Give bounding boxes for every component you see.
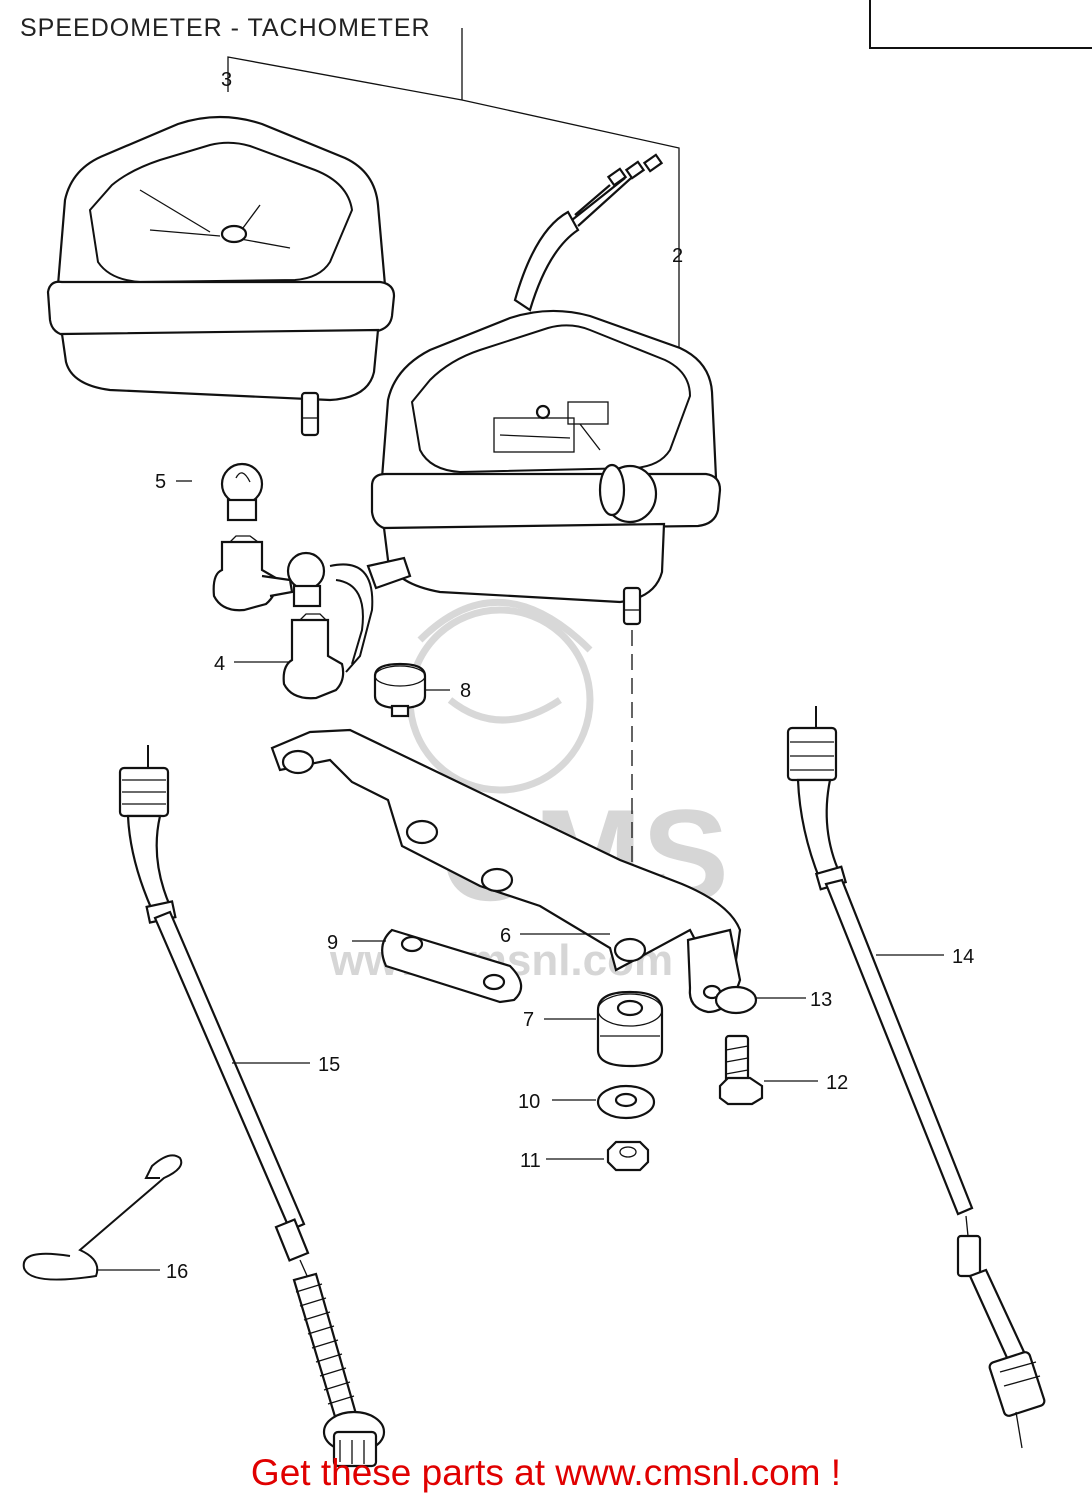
- callout-13: 13: [810, 989, 832, 1011]
- frame-corner: [869, 0, 1092, 49]
- washer: [596, 1084, 656, 1120]
- tachometer-gauge: [46, 115, 396, 437]
- callout-7: 7: [523, 1009, 534, 1031]
- callout-3: 3: [221, 69, 232, 91]
- callout-12: 12: [826, 1072, 848, 1094]
- cable-clip: [22, 1154, 183, 1281]
- rubber-grommet: [373, 662, 427, 718]
- callout-numbers: 2 3 4 5 6 7 8 9 10 11 12 13 14 15 16: [155, 69, 974, 1283]
- callout-10: 10: [518, 1091, 540, 1113]
- nut: [606, 1140, 650, 1172]
- speedometer-gauge: [370, 153, 722, 942]
- callout-8: 8: [460, 680, 471, 702]
- callout-5: 5: [155, 471, 166, 493]
- bracket-plate: [686, 928, 758, 1015]
- bulb-socket-harness: [212, 535, 412, 700]
- callout-11: 11: [520, 1150, 541, 1172]
- callout-14: 14: [952, 946, 974, 968]
- callout-2: 2: [672, 245, 683, 267]
- mounting-plate: [381, 928, 523, 1004]
- indicator-bulb: [220, 462, 264, 522]
- assembly-bracket-line: [227, 28, 680, 362]
- parts-link-banner[interactable]: Get these parts at www.cmsnl.com !: [250, 1452, 842, 1493]
- speedometer-cable: [118, 745, 386, 1468]
- callout-9: 9: [327, 932, 338, 954]
- rubber-cushion: [596, 990, 664, 1068]
- callout-4: 4: [214, 653, 225, 675]
- callout-6: 6: [500, 925, 511, 947]
- bolt: [718, 1034, 764, 1106]
- tachometer-cable: [786, 706, 1046, 1449]
- callout-15: 15: [318, 1054, 340, 1076]
- callout-leaders: [96, 480, 944, 1271]
- diagram-title: SPEEDOMETER - TACHOMETER: [20, 14, 431, 42]
- callout-16: 16: [166, 1261, 188, 1283]
